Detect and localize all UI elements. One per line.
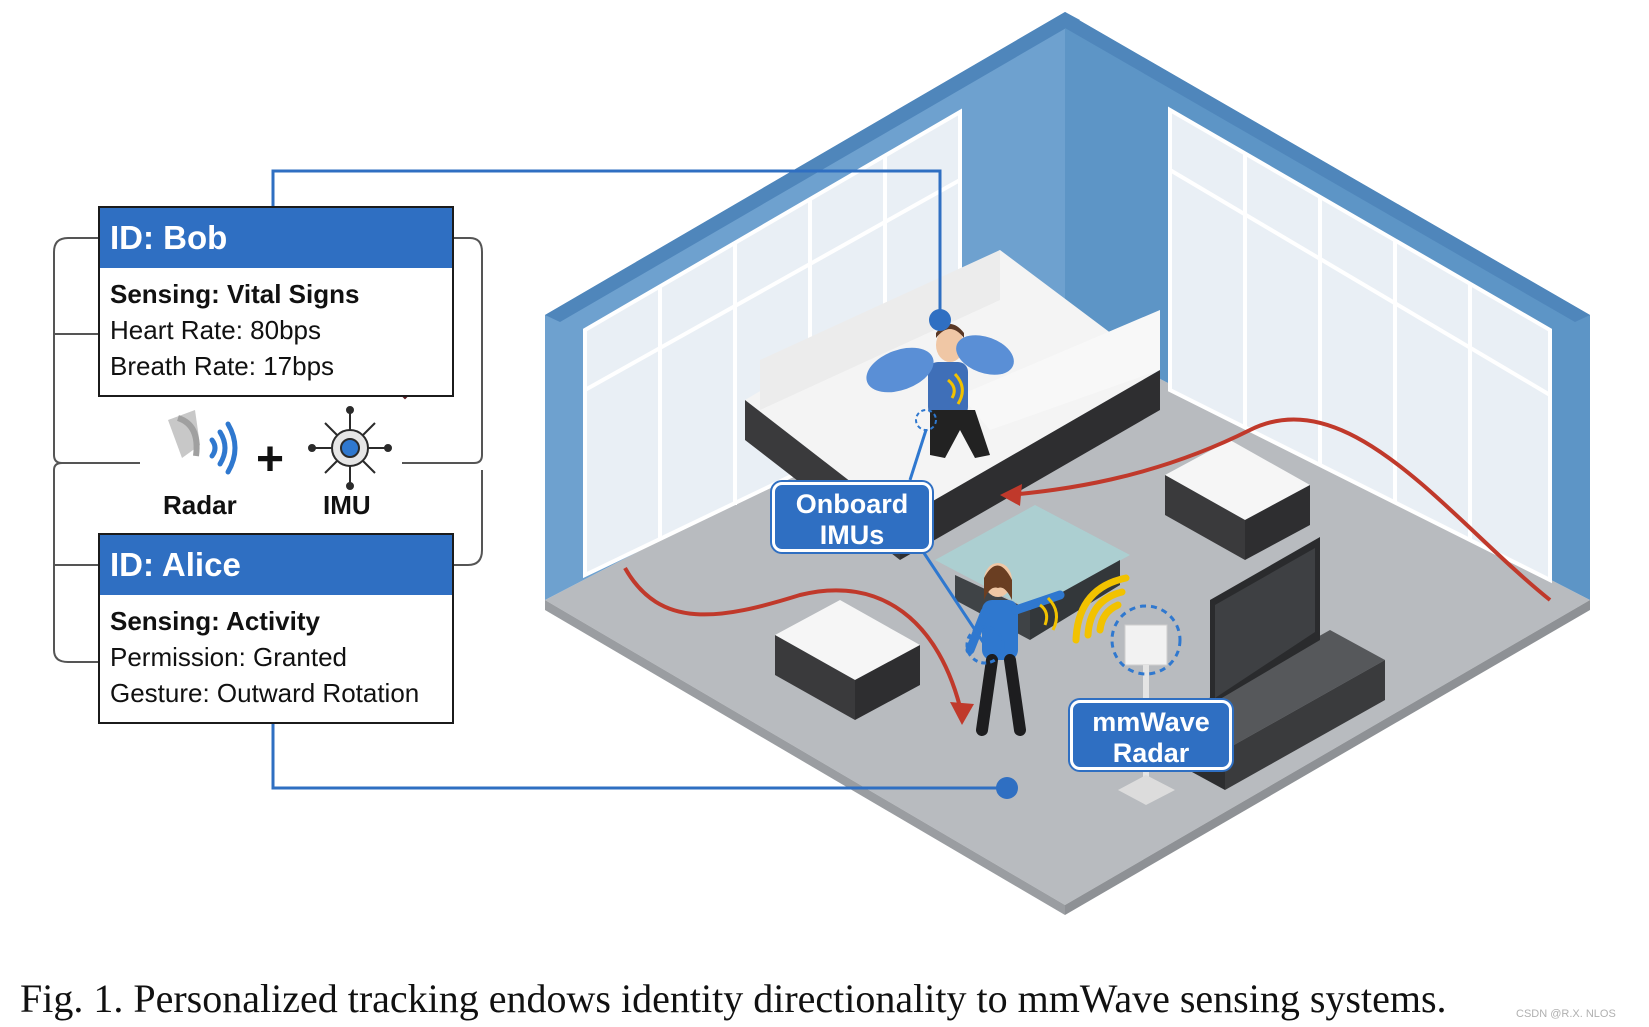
bob-sensing: Sensing: Vital Signs	[110, 279, 360, 309]
figure-caption: Fig. 1. Personalized tracking endows ide…	[20, 976, 1447, 1021]
radar-caption: Radar	[163, 490, 237, 520]
left-bracket	[53, 237, 140, 663]
plus-sign: +	[256, 433, 285, 486]
bob-heart-rate: Heart Rate: 80bps	[110, 315, 322, 345]
onboard-imus-line2: IMUs	[819, 520, 885, 550]
alice-card-title: ID: Alice	[100, 535, 452, 595]
mmwave-radar-line1: mmWave	[1092, 707, 1210, 737]
radar-dish-icon	[168, 410, 238, 475]
bob-breath-rate: Breath Rate: 17bps	[110, 351, 335, 381]
alice-gesture: Gesture: Outward Rotation	[110, 678, 420, 708]
alice-card: ID: Alice Sensing: Activity Permission: …	[98, 533, 454, 724]
mmwave-radar-label: mmWave Radar	[1070, 700, 1232, 770]
bob-card-title: ID: Bob	[100, 208, 452, 268]
imu-chip-icon	[308, 406, 392, 490]
connector-bob	[271, 169, 942, 320]
connector-alice	[271, 724, 1007, 790]
bob-card: ID: Bob Sensing: Vital Signs Heart Rate:…	[98, 206, 454, 397]
tv	[1210, 537, 1320, 705]
imu-sensor-alice	[965, 625, 1005, 665]
watermark: CSDN @R.X. NLOS	[1516, 1008, 1616, 1020]
right-window	[1168, 106, 1552, 584]
mmwave-radar-line2: Radar	[1112, 738, 1190, 768]
gesture-waves-icon	[1039, 596, 1059, 631]
onboard-imus-label: Onboard IMUs	[772, 482, 932, 552]
bob-person	[866, 324, 1014, 458]
onboard-imus-line1: Onboard	[795, 489, 909, 519]
ottoman-right	[1165, 440, 1310, 560]
alice-person	[965, 563, 1065, 736]
radar-waves-icon	[1072, 574, 1130, 644]
ottoman-left	[775, 600, 920, 720]
walk-path-alice	[623, 567, 964, 716]
imu-caption: IMU	[323, 490, 371, 520]
alice-sensing: Sensing: Activity	[110, 606, 320, 636]
alice-permission: Permission: Granted	[110, 642, 347, 672]
right-bracket	[402, 237, 483, 566]
walk-path-bob	[1009, 417, 1552, 602]
vital-waves-icon	[947, 372, 964, 405]
